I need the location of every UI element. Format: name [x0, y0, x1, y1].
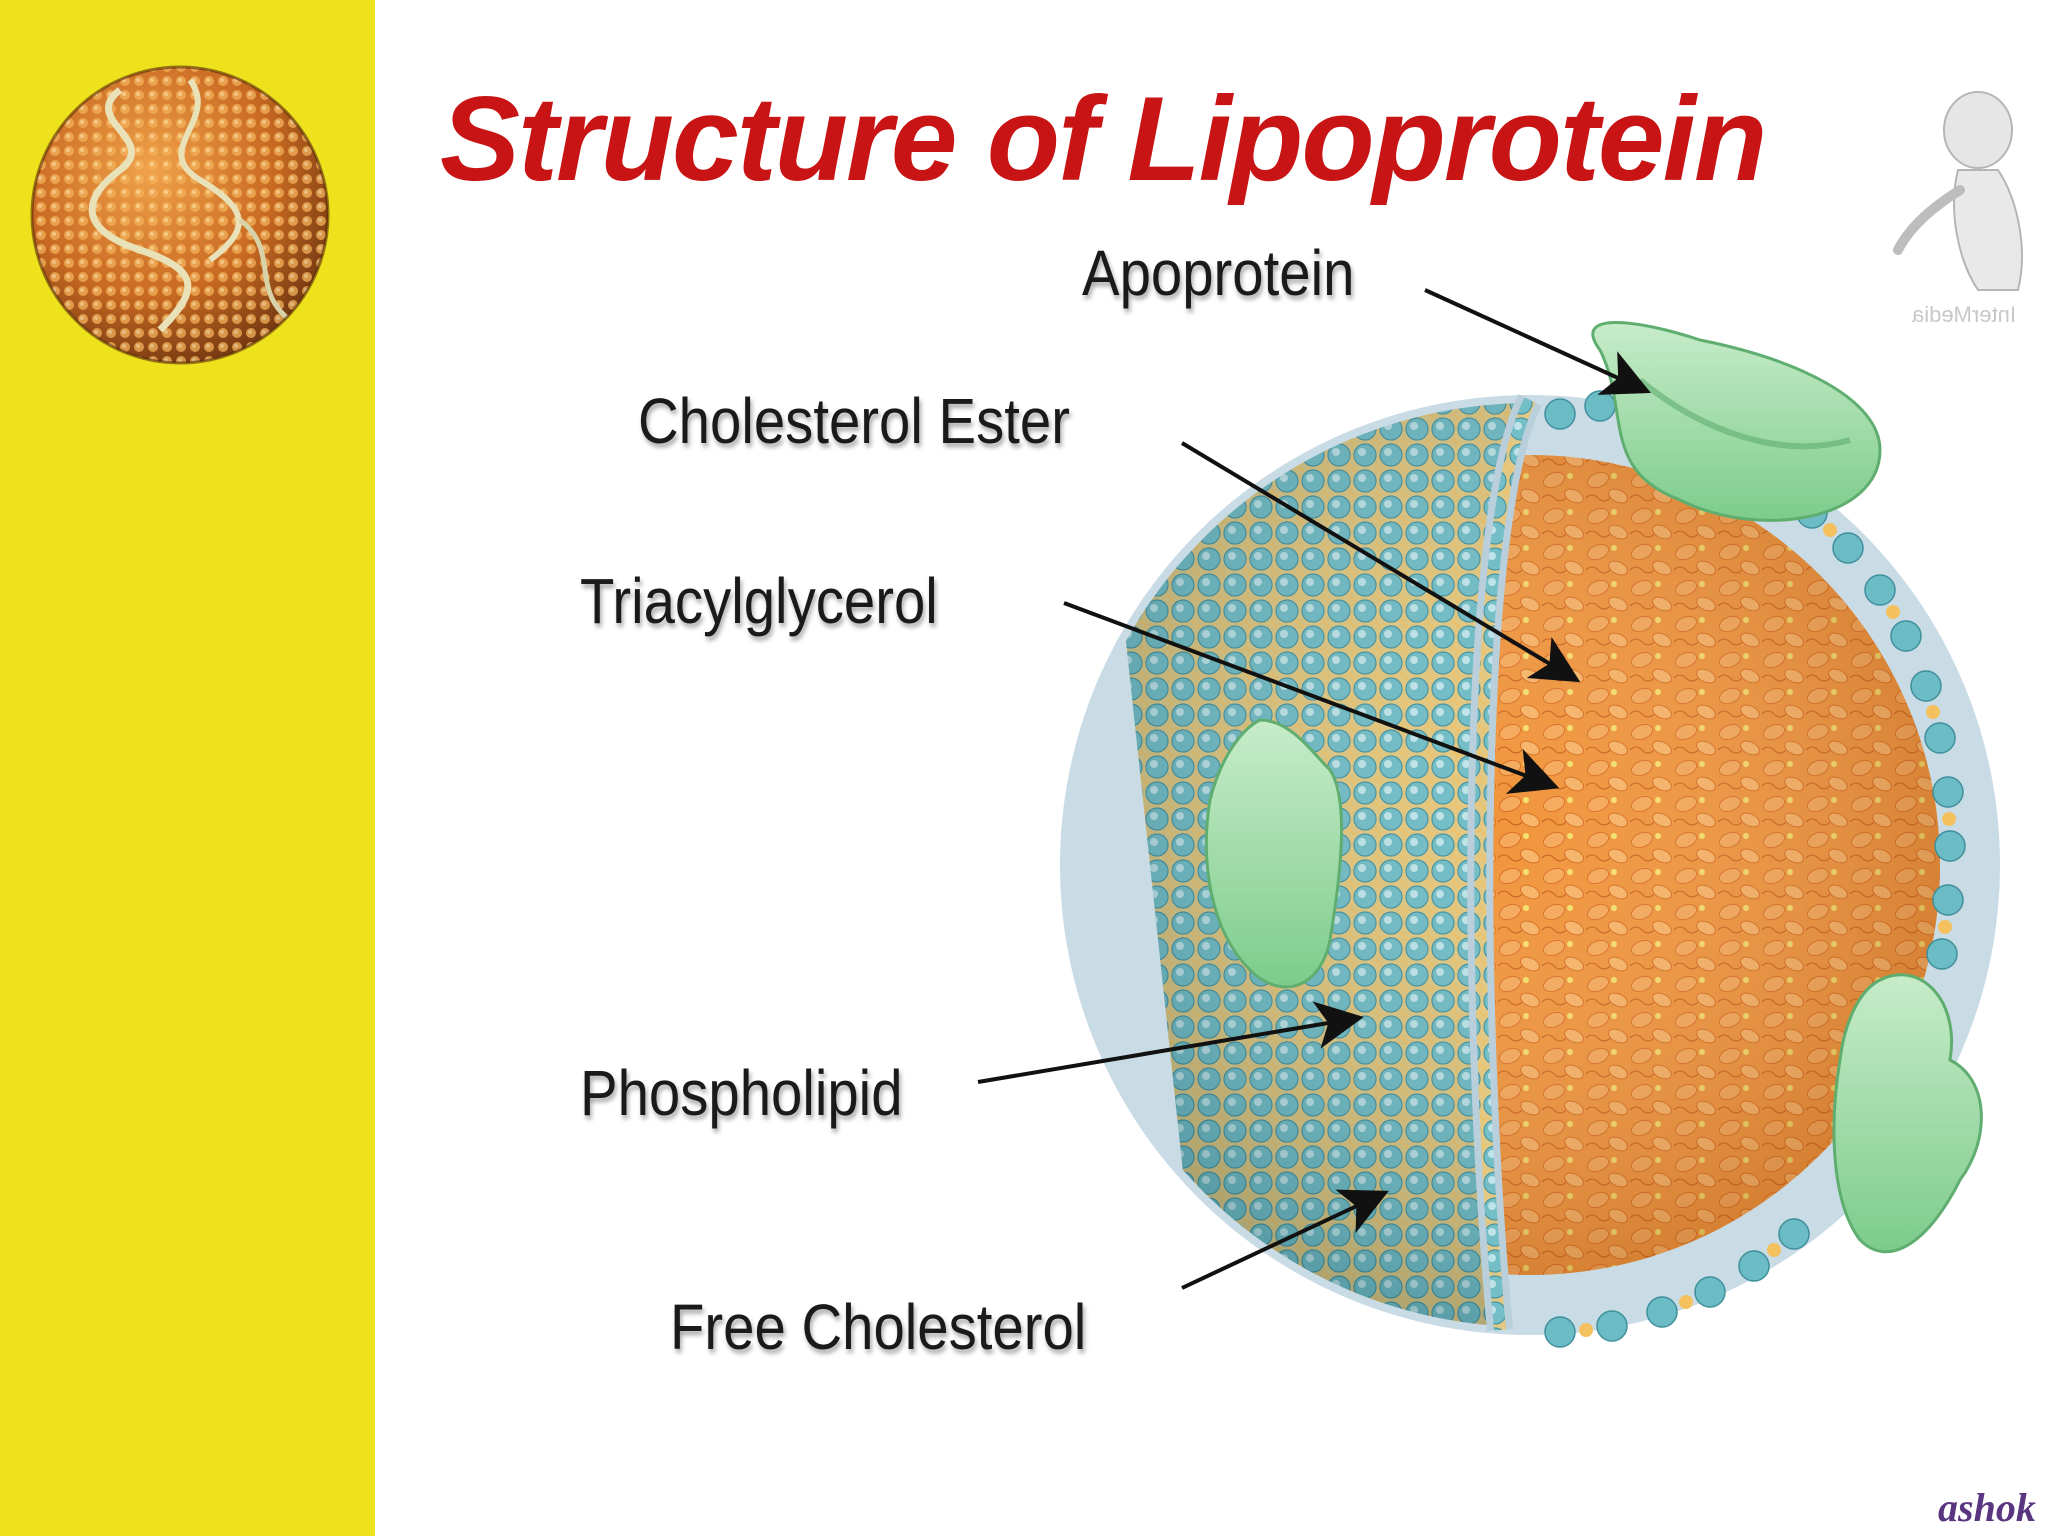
lipoprotein-sphere [1060, 390, 2000, 1348]
signature-text: ashok [1938, 1485, 2036, 1530]
label-free-cholesterol: Free Cholesterol [670, 1291, 1087, 1363]
label-apoprotein: Apoprotein [1082, 237, 1355, 309]
apoprotein-top [1591, 321, 1882, 522]
mascot-figure-icon [1893, 91, 2023, 291]
slide-title: Structure of Lipoprotein [440, 72, 1767, 206]
watermark-text: InterMedia [1912, 302, 2016, 327]
apoprotein-left [1204, 718, 1344, 989]
phospholipid-ring [1544, 390, 1966, 1348]
label-cholesterol-ester: Cholesterol Ester [638, 385, 1070, 457]
label-arrows [977, 288, 1651, 1290]
yellow-sidebar [0, 0, 375, 1536]
label-phospholipid: Phospholipid [580, 1057, 903, 1129]
apoprotein-right [1832, 973, 1983, 1254]
label-triacylglycerol: Triacylglycerol [580, 565, 938, 637]
lipoprotein-thumbnail [30, 65, 330, 365]
